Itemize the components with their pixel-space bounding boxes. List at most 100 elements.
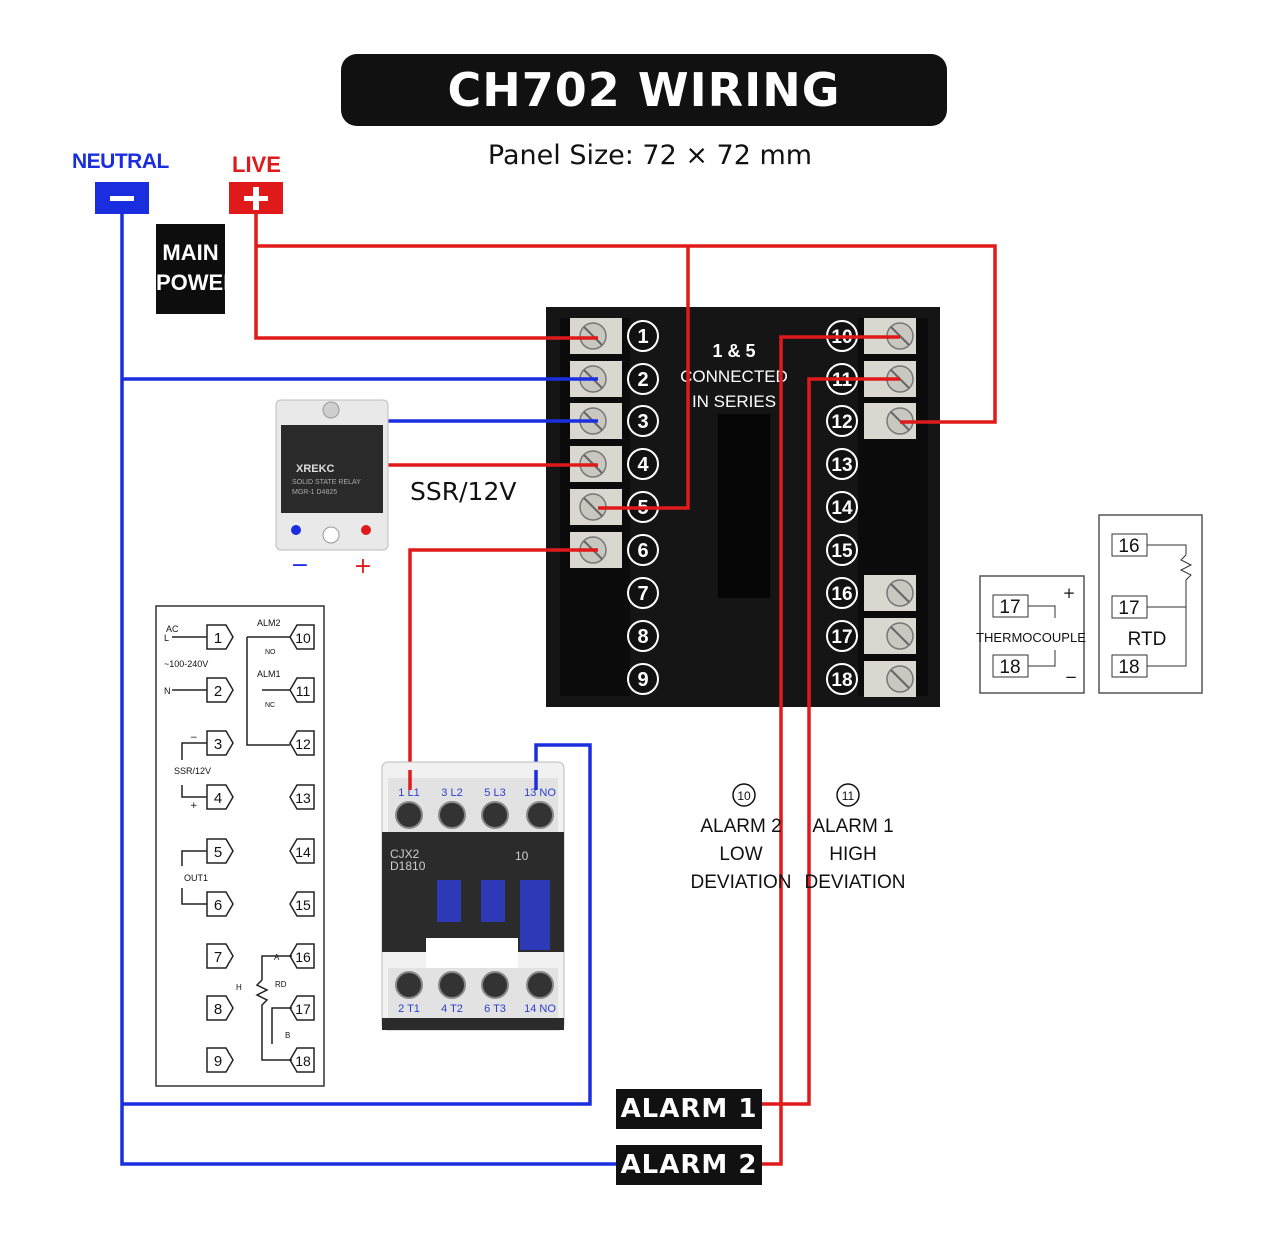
contactor-bottom-terminal-label: 14 NO xyxy=(524,1003,556,1015)
terminal-number: 3 xyxy=(637,411,648,433)
page-title: CH702 WIRING DIAGRAM xyxy=(341,54,947,189)
contactor-screw xyxy=(438,971,466,999)
neutral-main-wire xyxy=(120,214,616,1166)
alarm2-wire xyxy=(760,335,900,1166)
schematic-terminal-tag: 5 xyxy=(206,838,234,864)
contactor-screw xyxy=(438,801,466,829)
svg-text:7: 7 xyxy=(214,949,222,966)
live-terminal xyxy=(229,182,283,214)
series-note-line2: CONNECTED xyxy=(680,367,788,386)
terminal-number-badge xyxy=(627,320,659,352)
contactor-screws xyxy=(395,801,554,999)
terminal-number-badge xyxy=(826,405,858,437)
terminal-screw-left xyxy=(570,318,622,354)
terminal-number: 6 xyxy=(637,540,648,562)
terminal-number: 2 xyxy=(637,369,648,391)
schematic-terminal-tag: 17 xyxy=(289,995,315,1021)
contactor-model-line1: CJX2 xyxy=(390,847,420,861)
schem-b: B xyxy=(285,1031,290,1040)
contactor-rating: 10 xyxy=(515,849,529,863)
terminal-number: 8 xyxy=(637,626,648,648)
schem-voltage: ~100-240V xyxy=(164,659,208,669)
svg-text:8: 8 xyxy=(214,1001,222,1018)
svg-text:4: 4 xyxy=(214,790,222,807)
contactor-screw xyxy=(481,971,509,999)
alarm2-line2: LOW xyxy=(719,844,762,865)
schematic-terminal-tag: 9 xyxy=(206,1047,234,1073)
schematic-terminal-tag: 10 xyxy=(289,624,315,650)
terminal-number-badge xyxy=(627,577,659,609)
terminal-number-badge xyxy=(826,491,858,523)
alarm1-line1: ALARM 1 xyxy=(812,816,893,837)
terminal-screw-left xyxy=(570,532,622,568)
terminal-number-badge xyxy=(627,663,659,695)
svg-text:6: 6 xyxy=(214,897,222,914)
rtd-terminal-18: 18 xyxy=(1118,657,1139,678)
contactor-screw xyxy=(395,971,423,999)
terminal-number: 12 xyxy=(831,412,852,433)
live-label: LIVE xyxy=(232,152,281,177)
terminal-number-badge xyxy=(627,405,659,437)
contactor-top-terminal-label: 3 L2 xyxy=(441,787,462,799)
alarm1-line2: HIGH xyxy=(829,844,877,865)
rtd-box: 16 17 18 RTD xyxy=(1098,514,1203,694)
terminal-screw-right xyxy=(864,575,916,611)
terminal-number-badge xyxy=(826,620,858,652)
terminal-number: 9 xyxy=(637,669,648,691)
contactor-bottom-terminal-label: 6 T3 xyxy=(484,1003,506,1015)
schem-l: L xyxy=(164,633,169,643)
ssr-label: SSR/12V xyxy=(410,477,516,506)
schem-ssr-minus: − xyxy=(190,733,198,743)
terminal-number: 15 xyxy=(831,541,853,562)
neutral-label: NEUTRAL xyxy=(72,150,169,173)
schematic-terminal-tag: 4 xyxy=(206,784,234,810)
schematic-terminal-tag: 6 xyxy=(206,891,234,917)
ssr-plus-sign: + xyxy=(354,554,372,579)
svg-text:3: 3 xyxy=(214,736,222,753)
svg-text:10: 10 xyxy=(295,630,311,646)
schem-h: H xyxy=(236,983,242,992)
terminal-number: 13 xyxy=(831,455,852,476)
svg-text:13: 13 xyxy=(295,790,311,806)
svg-text:12: 12 xyxy=(295,736,311,752)
terminal-number-badge xyxy=(826,663,858,695)
schematic-terminal-tag: 15 xyxy=(289,891,315,917)
schem-alm2: ALM2 xyxy=(257,618,281,628)
contactor-top-terminal-label: 5 L3 xyxy=(484,787,505,799)
terminal-number: 7 xyxy=(637,583,648,605)
terminal-screw-right xyxy=(864,661,916,697)
schematic-terminal-tag: 18 xyxy=(289,1047,315,1073)
rtd-terminal-16: 16 xyxy=(1118,536,1139,557)
thermocouple-plus: + xyxy=(1063,584,1076,602)
alarm1-output-box: ALARM 1 xyxy=(616,1089,762,1129)
terminal-6-to-contactor-wire xyxy=(408,548,598,778)
live-bus-wire xyxy=(256,244,997,424)
svg-text:1: 1 xyxy=(214,630,222,647)
thermocouple-minus: − xyxy=(1065,668,1078,686)
svg-text:14: 14 xyxy=(295,844,311,860)
alarm2-output-box: ALARM 2 xyxy=(616,1145,762,1185)
schematic-terminal-tag: 11 xyxy=(289,677,315,703)
ssr-model-line1: SOLID STATE RELAY xyxy=(292,479,361,486)
series-note-line1: 1 & 5 xyxy=(712,341,755,361)
terminal-number: 4 xyxy=(637,454,649,476)
alarm2-line3: DEVIATION xyxy=(691,872,792,893)
schematic-terminal-tag: 7 xyxy=(206,943,234,969)
contactor-bottom-terminal-label: 4 T2 xyxy=(441,1003,463,1015)
terminal-number-badge xyxy=(627,448,659,480)
schematic-terminal-tag: 1 xyxy=(206,624,234,650)
panel-size-subtitle: Panel Size: 72 × 72 mm xyxy=(487,140,813,171)
schem-rd: RD xyxy=(275,980,287,989)
terminal-number: 1 xyxy=(637,326,648,348)
ssr-minus-sign: − xyxy=(291,553,309,578)
terminal-number-badge xyxy=(627,620,659,652)
alarm2-line1: ALARM 2 xyxy=(700,816,781,837)
terminal-number: 17 xyxy=(831,627,852,648)
contactor-screw xyxy=(395,801,423,829)
schem-alm1: ALM1 xyxy=(257,669,281,679)
schem-ssr: SSR/12V xyxy=(174,766,211,776)
alarm1-note: 11 ALARM 1 HIGH DEVIATION xyxy=(805,783,906,893)
schematic-terminal-tag: 14 xyxy=(289,838,315,864)
contactor xyxy=(381,761,565,1031)
